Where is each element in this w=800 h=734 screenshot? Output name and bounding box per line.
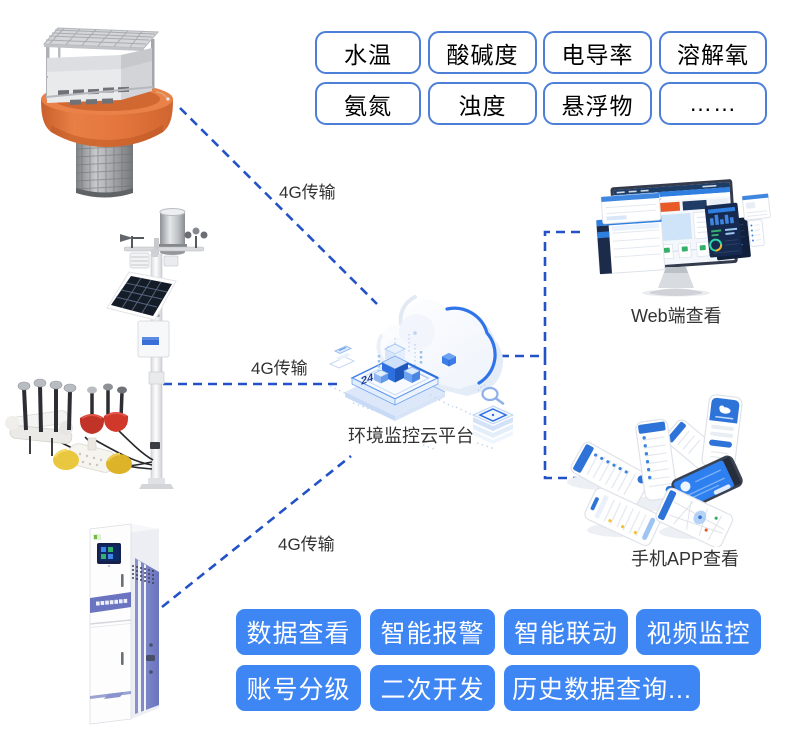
parameter-chip-suspended-solids[interactable]: 悬浮物 xyxy=(543,82,652,125)
feature-label: 视频监控 xyxy=(646,620,751,648)
feature-label: 历史数据查询... xyxy=(512,676,692,704)
monitor-stand xyxy=(642,267,710,297)
cloud-cube-icon xyxy=(442,353,456,367)
feature-label: 账号分级 xyxy=(246,676,351,704)
transmission-label-2: 4G传输 xyxy=(251,359,308,378)
transmission-label-1: 4G传输 xyxy=(279,183,336,202)
badge-24: 24 xyxy=(361,371,374,387)
feature-button-account-levels[interactable]: 账号分级 xyxy=(236,665,361,711)
buoy-mesh-cylinder xyxy=(75,143,134,198)
pvc-float-frame xyxy=(5,378,77,456)
feature-button-smart-alarm[interactable]: 智能报警 xyxy=(370,609,495,655)
chip-label: 溶解氧 xyxy=(677,41,749,68)
chip-label: 酸碱度 xyxy=(446,41,519,68)
feature-label: 智能报警 xyxy=(380,620,485,648)
cabinet-vents xyxy=(132,565,154,584)
feature-label: 数据查看 xyxy=(246,620,351,648)
parameter-chip-ammonia[interactable]: 氨氮 xyxy=(315,82,421,125)
database-stack-icon xyxy=(471,405,515,444)
feature-button-smart-linkage[interactable]: 智能联动 xyxy=(504,609,628,655)
feature-button-data-view[interactable]: 数据查看 xyxy=(236,609,361,655)
parameter-chip-ph[interactable]: 酸碱度 xyxy=(428,31,537,74)
chip-label: 氨氮 xyxy=(344,92,392,119)
cloud-platform-illustration: 24 xyxy=(328,295,515,450)
floating-panel-far-right xyxy=(747,219,765,248)
chip-label: …… xyxy=(689,90,737,116)
floating-window-right xyxy=(741,193,771,221)
floating-sensors xyxy=(5,378,154,474)
feature-button-secondary-development[interactable]: 二次开发 xyxy=(370,665,495,711)
radiation-shield xyxy=(129,252,150,269)
cabinet-front xyxy=(89,523,132,725)
floating-window-left xyxy=(595,215,666,275)
yellow-float-sampler xyxy=(53,437,132,474)
app-phones-illustration xyxy=(567,394,743,547)
feature-button-video-monitoring[interactable]: 视频监控 xyxy=(636,609,761,655)
web-monitors-illustration xyxy=(595,179,771,297)
cabinet-upper-handle[interactable] xyxy=(121,574,124,587)
phone-map xyxy=(655,487,734,547)
floating-window-top xyxy=(600,192,662,225)
buoy-platform xyxy=(42,27,170,105)
rain-gauge xyxy=(158,208,187,255)
cabinet-illustration xyxy=(89,523,159,725)
dark-dashboard-1 xyxy=(704,202,743,258)
line-cabinet-to-cloud xyxy=(161,454,352,609)
chip-label: 水温 xyxy=(344,41,392,68)
wind-sensors xyxy=(120,227,208,269)
parameter-chip-dissolved-oxygen[interactable]: 溶解氧 xyxy=(659,31,767,74)
solar-panel xyxy=(106,271,177,321)
parameter-chip-water-temperature[interactable]: 水温 xyxy=(315,31,421,74)
web-client-caption: Web端查看 xyxy=(631,306,722,326)
red-float-sensors xyxy=(79,383,129,434)
cabinet-door-split xyxy=(89,619,132,625)
buoy-illustration xyxy=(41,27,173,198)
line-buoy-to-cloud xyxy=(179,107,378,305)
phone-report xyxy=(584,487,662,547)
parameter-chip-conductivity[interactable]: 电导率 xyxy=(543,31,652,74)
feature-label: 二次开发 xyxy=(380,676,485,704)
feature-button-history-query[interactable]: 历史数据查询... xyxy=(504,665,700,711)
cabinet-lower-handle[interactable] xyxy=(121,652,124,665)
weather-station-illustration xyxy=(5,208,208,489)
phone-login xyxy=(701,394,743,470)
bracket-to-web xyxy=(543,230,585,356)
cabinet-screen xyxy=(97,543,121,568)
chip-label: 悬浮物 xyxy=(561,92,634,119)
parameter-chip-more[interactable]: …… xyxy=(659,82,767,125)
magnifier-icon xyxy=(477,384,505,405)
transmission-label-3: 4G传输 xyxy=(278,535,335,554)
app-client-caption: 手机APP查看 xyxy=(631,549,740,569)
laptop-icon xyxy=(328,345,356,369)
dotted-decor xyxy=(329,385,496,450)
parameter-chip-turbidity[interactable]: 浊度 xyxy=(428,82,537,125)
chip-label: 电导率 xyxy=(561,41,634,68)
feature-label: 智能联动 xyxy=(513,620,618,648)
platform-cubes xyxy=(373,334,423,384)
cabinet-name-band xyxy=(90,592,131,613)
chip-label: 浊度 xyxy=(458,92,507,119)
control-box xyxy=(137,249,170,449)
cloud-platform-caption: 环境监控云平台 xyxy=(348,426,474,446)
